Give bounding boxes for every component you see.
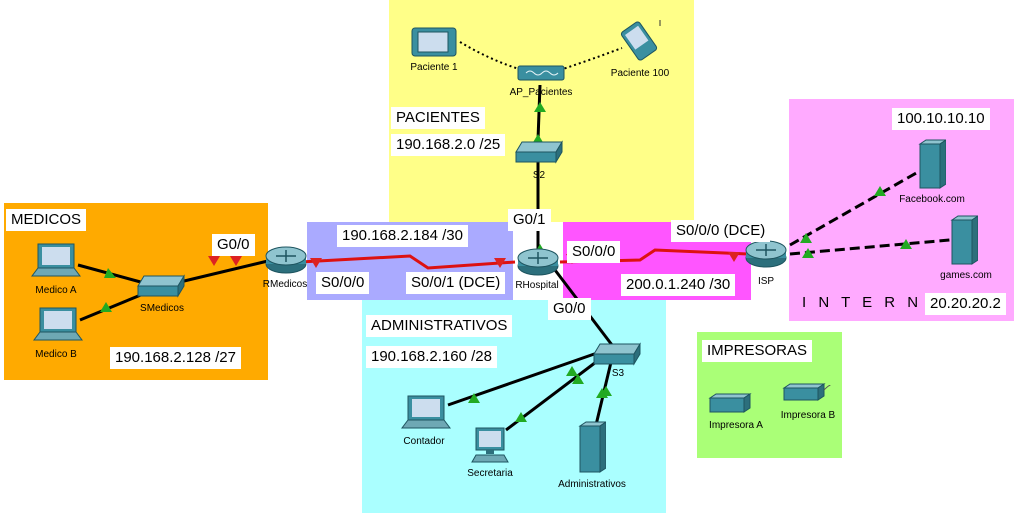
label-ap: AP_Pacientes (509, 87, 573, 98)
label-rmedicos: RMedicos (262, 279, 308, 290)
laptop-icon[interactable] (30, 306, 86, 346)
label-medico-b: Medico B (35, 349, 77, 360)
link-isp-games (789, 238, 951, 256)
interface-rhospital-s001: S0/0/1 (DCE) (406, 272, 506, 294)
network-address-administrativos: 190.168.2.160 /28 (366, 346, 497, 368)
tablet-icon[interactable] (410, 26, 458, 58)
link-smedicos-rmedicos (179, 258, 273, 284)
interface-rhospital-g01: G0/1 (508, 209, 551, 231)
switch-icon[interactable] (136, 272, 186, 300)
ip-facebook: 100.10.10.10 (892, 108, 990, 130)
switch-icon[interactable] (592, 340, 642, 368)
zone-internet (789, 99, 1014, 321)
zone-title-impresoras: IMPRESORAS (702, 340, 813, 362)
interface-rmedicos-s000: S0/0/0 (316, 272, 370, 294)
network-address-wan-isp: 200.0.1.240 /30 (621, 274, 736, 296)
label-rhospital: RHospital (515, 280, 559, 291)
link-ap-s2 (536, 84, 542, 141)
interface-rhospital-g00: G0/0 (548, 298, 591, 320)
link-isp-facebook (789, 170, 919, 247)
label-paciente100: Paciente 100 (610, 68, 670, 79)
network-address-wan-medicos: 190.168.2.184 /30 (337, 225, 468, 247)
network-address-pacientes: 190.168.2.0 /25 (391, 134, 506, 156)
zone-title-internet: I N T E R N E T (802, 294, 966, 311)
label-secretaria: Secretaria (467, 468, 513, 479)
zone-title-administrativos: ADMINISTRATIVOS (366, 315, 513, 337)
server-icon[interactable] (576, 420, 606, 474)
label-medico-a: Medico A (35, 285, 77, 296)
label-s3: S3 (611, 368, 625, 379)
laptop-icon[interactable] (28, 242, 84, 282)
printer-icon[interactable] (782, 380, 832, 406)
pda-icon[interactable] (614, 20, 664, 62)
zone-title-medicos: MEDICOS (6, 209, 87, 231)
label-impresora-b: Impresora B (780, 410, 836, 421)
desktop-pc-icon[interactable] (470, 426, 510, 466)
wireless-link-paciente1 (459, 41, 523, 71)
ip-games: 20.20.20.2 (925, 293, 1006, 315)
label-impresora-a: Impresora A (709, 420, 763, 431)
switch-icon[interactable] (514, 138, 564, 166)
interface-isp-s000: S0/0/0 (DCE) (671, 220, 771, 242)
printer-icon[interactable] (708, 390, 754, 416)
server-icon[interactable] (948, 214, 978, 266)
label-games: games.com (940, 270, 992, 281)
interface-rhospital-s000: S0/0/0 (567, 241, 621, 263)
zone-title-pacientes: PACIENTES (391, 107, 485, 129)
router-icon[interactable] (744, 238, 788, 270)
router-icon[interactable] (516, 246, 560, 278)
interface-rmedicos-g00: G0/0 (212, 234, 255, 256)
label-isp: ISP (757, 276, 775, 287)
link-up-indicators (100, 102, 912, 422)
wireless-link-paciente100 (559, 47, 623, 71)
serial-link-rmedicos-rhospital (299, 254, 516, 270)
label-smedicos: SMedicos (140, 303, 184, 314)
label-administrativos: Administrativos (558, 479, 626, 490)
router-icon[interactable] (264, 244, 308, 276)
label-paciente1: Paciente 1 (410, 62, 458, 73)
label-contador: Contador (403, 436, 445, 447)
access-point-icon[interactable] (516, 60, 566, 84)
label-s2: S2 (532, 170, 546, 181)
label-facebook: Facebook.com (899, 194, 965, 205)
network-address-medicos: 190.168.2.128 /27 (110, 347, 241, 369)
laptop-icon[interactable] (398, 394, 454, 434)
server-icon[interactable] (916, 138, 946, 190)
link-medicob-smedicos (79, 290, 149, 322)
